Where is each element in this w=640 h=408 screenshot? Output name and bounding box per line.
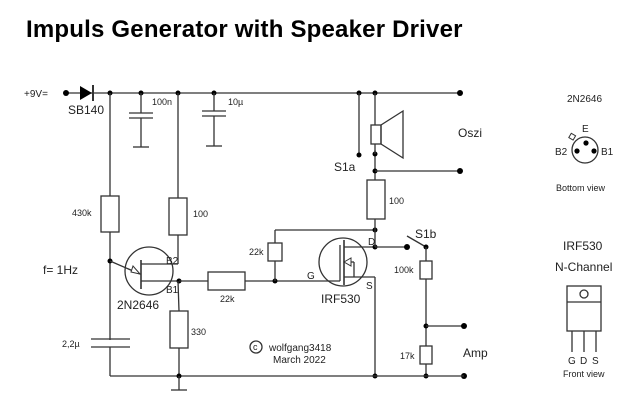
copyright-author: wolfgang3418 — [268, 343, 332, 354]
ground-rail — [110, 373, 464, 391]
diode-sb140 — [80, 85, 94, 101]
resistor-22k-series-label: 22k — [220, 294, 235, 304]
resistor-430k-label: 430k — [72, 208, 92, 218]
pinout-mosfet-title: IRF530 — [563, 239, 603, 253]
resistor-100-drain — [366, 179, 386, 220]
pinout-mosfet-view: Front view — [563, 369, 605, 379]
resistor-330-label: 330 — [191, 327, 206, 337]
resistor-430k — [100, 195, 120, 233]
resistor-100-b2 — [168, 197, 188, 236]
resistor-17k — [419, 345, 433, 365]
ujt-b2-label: B2 — [166, 256, 179, 267]
resistor-100k-label: 100k — [394, 265, 414, 275]
diode-label: SB140 — [68, 103, 104, 117]
mosfet-d-label: D — [368, 237, 375, 248]
resistor-100-drain-label: 100 — [389, 196, 404, 206]
pinout-ujt-b1: B1 — [601, 147, 614, 158]
switch-s1b-label: S1b — [415, 227, 437, 241]
speaker-icon — [370, 93, 404, 160]
resistor-17k-label: 17k — [400, 351, 415, 361]
mosfet-g-label: G — [307, 271, 315, 282]
ujt-label: 2N2646 — [117, 298, 159, 312]
mosfet-irf530 — [318, 237, 375, 287]
pinout-ujt-e: E — [582, 124, 589, 135]
supply-label: +9V= — [24, 89, 48, 100]
capacitor-2u2-label: 2,2µ — [62, 339, 80, 349]
capacitor-100n-label: 100n — [152, 97, 172, 107]
mosfet-s-label: S — [366, 281, 373, 292]
to220-package-icon — [566, 285, 602, 352]
pinout-mosfet-subtitle: N-Channel — [555, 260, 612, 274]
pinout-ujt-view: Bottom view — [556, 183, 606, 193]
copyright-icon: c — [249, 340, 263, 354]
resistor-330 — [169, 310, 189, 349]
oszi-label: Oszi — [458, 126, 482, 140]
pinout-ujt-b2: B2 — [555, 147, 568, 158]
amp-label: Amp — [463, 346, 488, 360]
ujt-pinout-icon — [568, 132, 599, 164]
pinout-mosfet-d: D — [580, 356, 587, 367]
switch-s1a-label: S1a — [334, 160, 356, 174]
diagram-title: Impuls Generator with Speaker Driver — [26, 16, 463, 43]
capacitor-2u2 — [91, 338, 130, 376]
copyright-date: March 2022 — [273, 355, 326, 366]
resistor-100k — [419, 260, 433, 280]
ujt-2n2646 — [109, 246, 178, 296]
pinout-ujt-title: 2N2646 — [567, 94, 602, 105]
resistor-100-b2-label: 100 — [193, 209, 208, 219]
supply-rail — [63, 90, 463, 96]
pinout-mosfet-g: G — [568, 356, 576, 367]
capacitor-10u-label: 10µ — [228, 97, 243, 107]
resistor-22k-series — [207, 271, 246, 291]
ujt-b1-label: B1 — [166, 285, 179, 296]
capacitor-10u — [202, 93, 226, 147]
resistor-22k-feedback — [267, 242, 283, 262]
resistor-22k-feedback-label: 22k — [249, 247, 264, 257]
copyright-symbol: c — [253, 342, 258, 352]
frequency-label: f= 1Hz — [43, 263, 78, 277]
mosfet-label: IRF530 — [321, 292, 361, 306]
pinout-mosfet-s: S — [592, 356, 599, 367]
capacitor-100n — [129, 93, 153, 148]
